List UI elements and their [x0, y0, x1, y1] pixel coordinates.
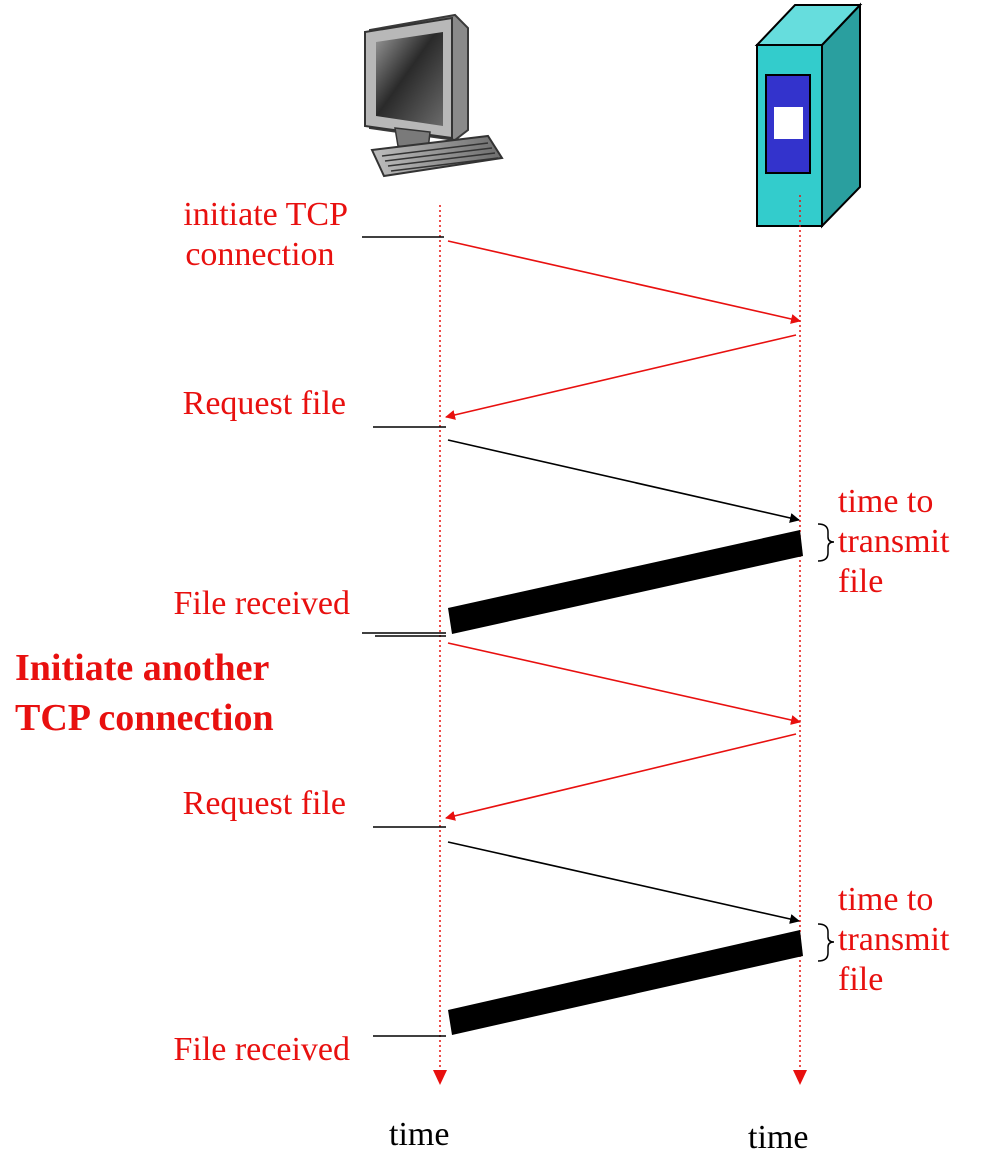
label-request-file-1: Request file — [182, 385, 346, 422]
request-arrow-2 — [447, 841, 800, 924]
label-initiate-tcp-connection: initiate TCP connection — [183, 195, 348, 275]
file-transfer-bar-1 — [448, 530, 803, 634]
label-initiate-another-tcp-connection: Initiate another TCP connection — [15, 643, 274, 743]
label-time-to-transmit-2: time to transmit file — [838, 880, 949, 1000]
label-time-client: time — [389, 1116, 450, 1153]
file-transfer-bar-2 — [448, 930, 803, 1035]
label-file-received-2: File received — [173, 1031, 350, 1068]
label-transmit-2-line2: transmit — [838, 921, 950, 958]
client-time-arrowhead — [433, 1070, 447, 1085]
syn-arrow-1 — [447, 240, 801, 324]
label-file-received-1: File received — [173, 585, 350, 622]
label-initiate-another-line2: TCP connection — [15, 697, 274, 739]
label-initiate-tcp-line1: initiate TCP — [183, 196, 348, 233]
syn-arrow-2 — [447, 642, 801, 725]
label-initiate-another-line1: Initiate another — [15, 647, 270, 689]
label-transmit-1-line1: time to — [838, 483, 934, 520]
transmit-brace-2 — [817, 923, 835, 962]
label-transmit-2-line1: time to — [838, 881, 934, 918]
label-time-to-transmit-1: time to transmit file — [838, 482, 949, 602]
synack-arrow-1 — [445, 334, 797, 420]
label-initiate-tcp-line2: connection — [185, 236, 335, 273]
server-tower-icon — [754, 2, 863, 229]
label-time-server: time — [748, 1119, 809, 1153]
label-transmit-1-line2: transmit — [838, 523, 950, 560]
label-transmit-1-line3: file — [838, 563, 884, 600]
label-request-file-2: Request file — [182, 785, 346, 822]
desktop-computer-icon — [364, 13, 504, 178]
request-arrow-1 — [447, 439, 800, 523]
label-transmit-2-line3: file — [838, 961, 884, 998]
server-time-arrowhead — [793, 1070, 807, 1085]
transmit-brace-1 — [817, 523, 835, 562]
synack-arrow-2 — [445, 733, 797, 821]
